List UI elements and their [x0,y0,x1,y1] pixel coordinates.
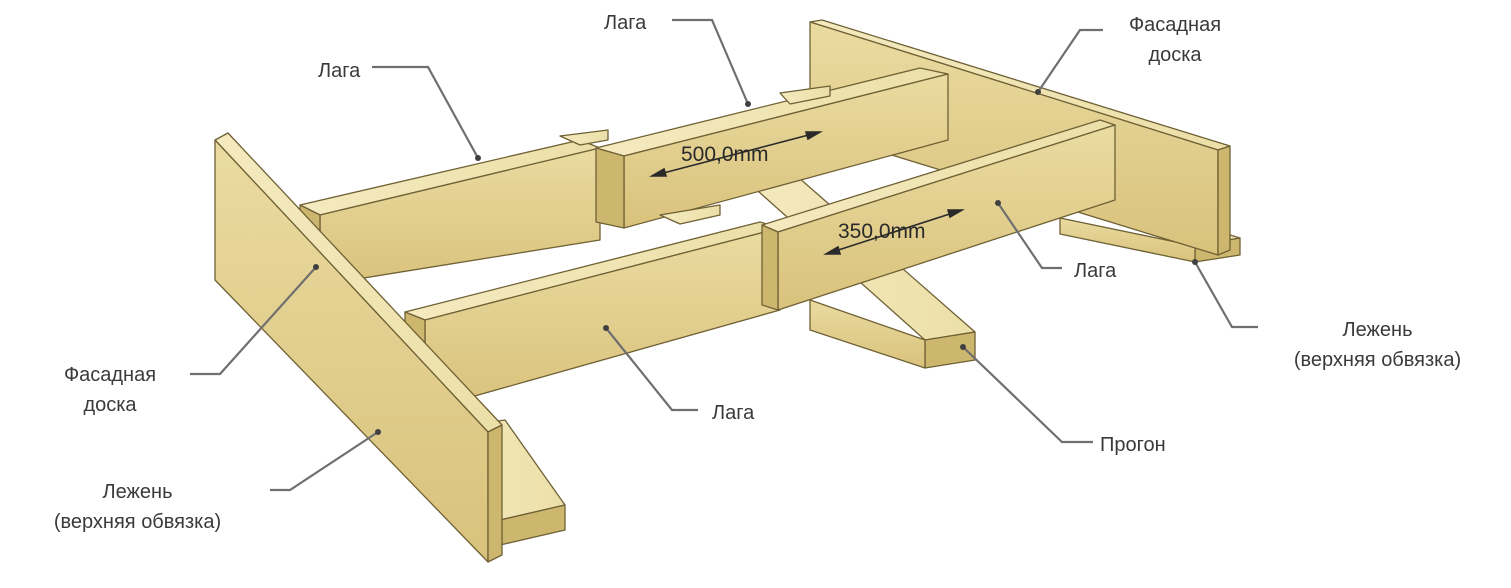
label-joist-top-left: Лага [318,60,361,82]
front-joist [404,204,781,411]
label-facade-board-left: Фасадная доска [35,360,185,420]
label-facade-board-right-line2: доска [1148,44,1202,66]
leader-sill-right [1194,261,1258,329]
label-sill-right-line2: (верхняя обвязка) [1293,349,1462,371]
leader-joist-top-left [372,65,479,159]
label-sill-right-line1: Лежень [1342,319,1413,341]
label-purlin: Прогон [1100,434,1166,456]
label-facade-board-left-line1: Фасадная [63,364,157,386]
leader-joist-right [997,202,1062,270]
label-sill-left-line1: Лежень [102,481,173,503]
label-facade-board-right-line1: Фасадная [1128,14,1222,36]
leader-dots [313,89,1198,435]
leader-purlin [962,346,1093,444]
dimension-line-350 [825,209,963,255]
label-joist-top-center: Лага [604,12,647,34]
label-joist-bottom: Лага [712,402,755,424]
dimension-line-500 [651,131,821,177]
dimension-500-label: 500,0mm [681,143,769,166]
dimension-lines [649,131,965,255]
label-joist-right: Лага [1074,260,1117,282]
dimension-350-label: 350,0mm [838,220,926,243]
leader-sill-left [270,431,379,492]
leader-facade-right [1037,28,1103,93]
left-facade-board [214,132,503,563]
label-facade-board-right: Фасадная доска [1105,10,1245,70]
label-facade-board-left-line2: доска [83,394,137,416]
leader-joist-bottom [605,327,698,412]
label-sill-right: Лежень (верхняя обвязка) [1250,315,1505,375]
leader-joist-top-center [672,18,750,105]
label-sill-left: Лежень (верхняя обвязка) [10,477,265,537]
leader-lines [190,18,1258,492]
leader-facade-left [190,266,317,376]
back-joist-right [595,67,949,229]
front-joist-right [761,119,1116,311]
label-sill-left-line2: (верхняя обвязка) [53,511,222,533]
